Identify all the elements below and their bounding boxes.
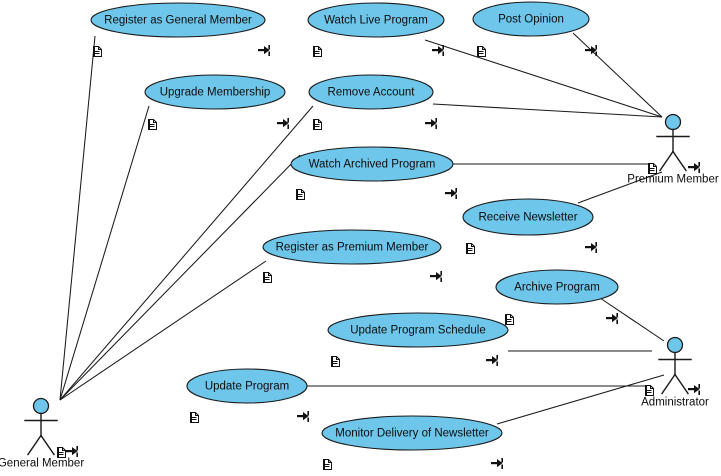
actor-label: Administrator: [641, 397, 709, 409]
actor-leg-left: [661, 373, 676, 395]
use-case-ellipse: [144, 74, 286, 110]
document-icon[interactable]: [93, 46, 102, 57]
use-case-update-program-schedule[interactable]: Update Program Schedule: [327, 312, 509, 348]
use-case-ellipse: [186, 368, 308, 404]
transition-arrow-icon[interactable]: [585, 242, 597, 253]
transition-arrow-icon[interactable]: [425, 118, 437, 129]
transition-arrow-icon[interactable]: [585, 45, 597, 56]
association-line[interactable]: [599, 297, 665, 342]
use-case-watch-archived-program[interactable]: Watch Archived Program: [290, 146, 454, 182]
document-icon[interactable]: [313, 119, 322, 130]
use-case-ellipse: [462, 198, 594, 236]
actor-leg-right: [672, 150, 687, 172]
actors-layer: General Member Premium MemberAdministrato…: [0, 113, 719, 470]
transition-arrow-icon[interactable]: [277, 118, 289, 129]
association-line[interactable]: [577, 171, 663, 204]
use-case-label: Register as General Member: [104, 15, 252, 27]
use-case-register-general-member[interactable]: Register as General Member: [90, 2, 266, 38]
document-icon[interactable]: [331, 356, 340, 367]
use-case-update-program[interactable]: Update Program: [186, 368, 308, 404]
use-case-remove-account[interactable]: Remove Account: [308, 74, 434, 110]
document-icon[interactable]: [645, 385, 654, 396]
association-line[interactable]: [496, 374, 665, 425]
use-case-ellipse: [495, 269, 619, 305]
use-case-archive-program[interactable]: Archive Program: [495, 269, 619, 305]
use-cases-layer: Register as General Member Watch Live Pro…: [90, 1, 619, 451]
use-case-label: Upgrade Membership: [160, 87, 271, 99]
actor-leg-right: [674, 373, 689, 395]
actor-head: [32, 397, 50, 415]
actor-administrator[interactable]: Administrator: [641, 336, 709, 409]
document-icon[interactable]: [466, 243, 475, 254]
document-icon[interactable]: [648, 163, 657, 174]
document-icon[interactable]: [263, 272, 272, 283]
use-case-label: Watch Archived Program: [309, 159, 436, 171]
actor-head: [664, 113, 682, 131]
document-icon[interactable]: [477, 46, 486, 57]
adornment-icons-layer: [57, 45, 700, 470]
association-lines-layer: [59, 32, 665, 425]
use-case-upgrade-membership[interactable]: Upgrade Membership: [144, 74, 286, 110]
actor-leg-left: [27, 434, 42, 456]
use-case-ellipse: [90, 2, 266, 38]
actor-leg-right: [40, 434, 55, 456]
use-case-label: Post Opinion: [498, 14, 564, 26]
association-line[interactable]: [59, 105, 314, 401]
transition-arrow-icon[interactable]: [491, 458, 503, 469]
transition-arrow-icon[interactable]: [445, 188, 457, 199]
use-case-ellipse: [262, 229, 442, 265]
actor-head: [666, 336, 684, 354]
document-icon[interactable]: [57, 447, 66, 458]
transition-arrow-icon[interactable]: [606, 313, 618, 324]
transition-arrow-icon[interactable]: [486, 355, 498, 366]
actor-premium-member[interactable]: Premium Member: [627, 113, 719, 186]
use-case-register-premium-member[interactable]: Register as Premium Member: [262, 229, 442, 265]
document-icon[interactable]: [505, 314, 514, 325]
document-icon[interactable]: [190, 412, 199, 423]
document-icon[interactable]: [296, 189, 305, 200]
transition-arrow-icon[interactable]: [688, 162, 700, 173]
transition-arrow-icon[interactable]: [688, 384, 700, 395]
actor-general-member[interactable]: General Member: [0, 397, 84, 470]
association-line[interactable]: [59, 35, 96, 401]
use-case-ellipse: [327, 312, 509, 348]
use-case-label: Update Program Schedule: [350, 325, 486, 337]
use-case-label: Watch Live Program: [324, 15, 428, 27]
transition-arrow-icon[interactable]: [432, 45, 444, 56]
use-case-ellipse: [307, 2, 445, 38]
transition-arrow-icon[interactable]: [66, 446, 78, 457]
association-line[interactable]: [59, 154, 301, 401]
use-case-label: Monitor Delivery of Newsletter: [335, 428, 489, 440]
use-case-watch-live-program[interactable]: Watch Live Program: [307, 2, 445, 38]
association-line[interactable]: [432, 103, 663, 118]
association-line[interactable]: [59, 260, 267, 401]
association-line[interactable]: [59, 105, 150, 401]
transition-arrow-icon[interactable]: [297, 411, 309, 422]
use-case-label: Register as Premium Member: [276, 242, 429, 254]
use-case-ellipse: [308, 74, 434, 110]
transition-arrow-icon[interactable]: [258, 45, 270, 56]
use-case-label: Remove Account: [328, 87, 416, 99]
document-icon[interactable]: [148, 119, 157, 130]
use-case-ellipse: [290, 146, 454, 182]
use-case-post-opinion[interactable]: Post Opinion: [472, 1, 590, 37]
association-line[interactable]: [424, 39, 663, 118]
use-case-receive-newsletter[interactable]: Receive Newsletter: [462, 198, 594, 236]
use-case-label: Update Program: [205, 381, 289, 393]
use-case-label: Archive Program: [514, 282, 600, 294]
document-icon[interactable]: [323, 459, 332, 470]
transition-arrow-icon[interactable]: [430, 271, 442, 282]
use-case-ellipse: [472, 1, 590, 37]
use-case-monitor-delivery-of-newsletter[interactable]: Monitor Delivery of Newsletter: [321, 415, 503, 451]
actor-leg-left: [659, 150, 674, 172]
actor-label: Premium Member: [627, 174, 719, 186]
use-case-label: Receive Newsletter: [478, 212, 577, 224]
document-icon[interactable]: [313, 46, 322, 57]
association-line[interactable]: [572, 32, 663, 118]
use-case-ellipse: [321, 415, 503, 451]
actor-label: General Member: [0, 458, 84, 470]
